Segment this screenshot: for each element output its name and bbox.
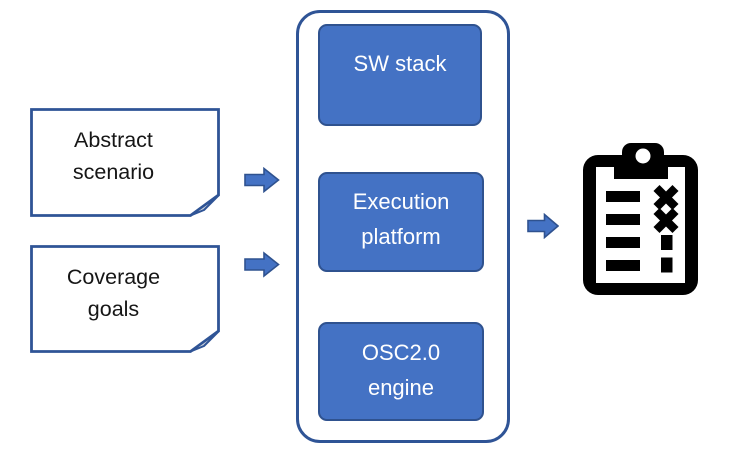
note-abstract-scenario: Abstract scenario [30,108,220,217]
note-label: Abstract scenario [72,128,155,184]
note-coverage-goals: Coverage goals [30,245,220,353]
folded-note-shape [30,245,220,353]
right-block-arrow-icon [244,251,280,283]
box-execution-platform: Execution platform [318,172,484,272]
box-sw-stack: SW stack [318,24,482,126]
box-osc2-engine: OSC2.0 engine [318,322,484,421]
box-label: SW stack [353,50,447,76]
right-block-arrow-icon [527,212,560,244]
note-label: Coverage goals [66,264,161,321]
box-label: Execution platform [352,189,450,249]
right-block-arrow-icon [244,166,280,198]
box-label: OSC2.0 engine [361,340,441,400]
folded-note-shape [30,108,220,217]
clipboard-checklist-icon [583,143,698,300]
